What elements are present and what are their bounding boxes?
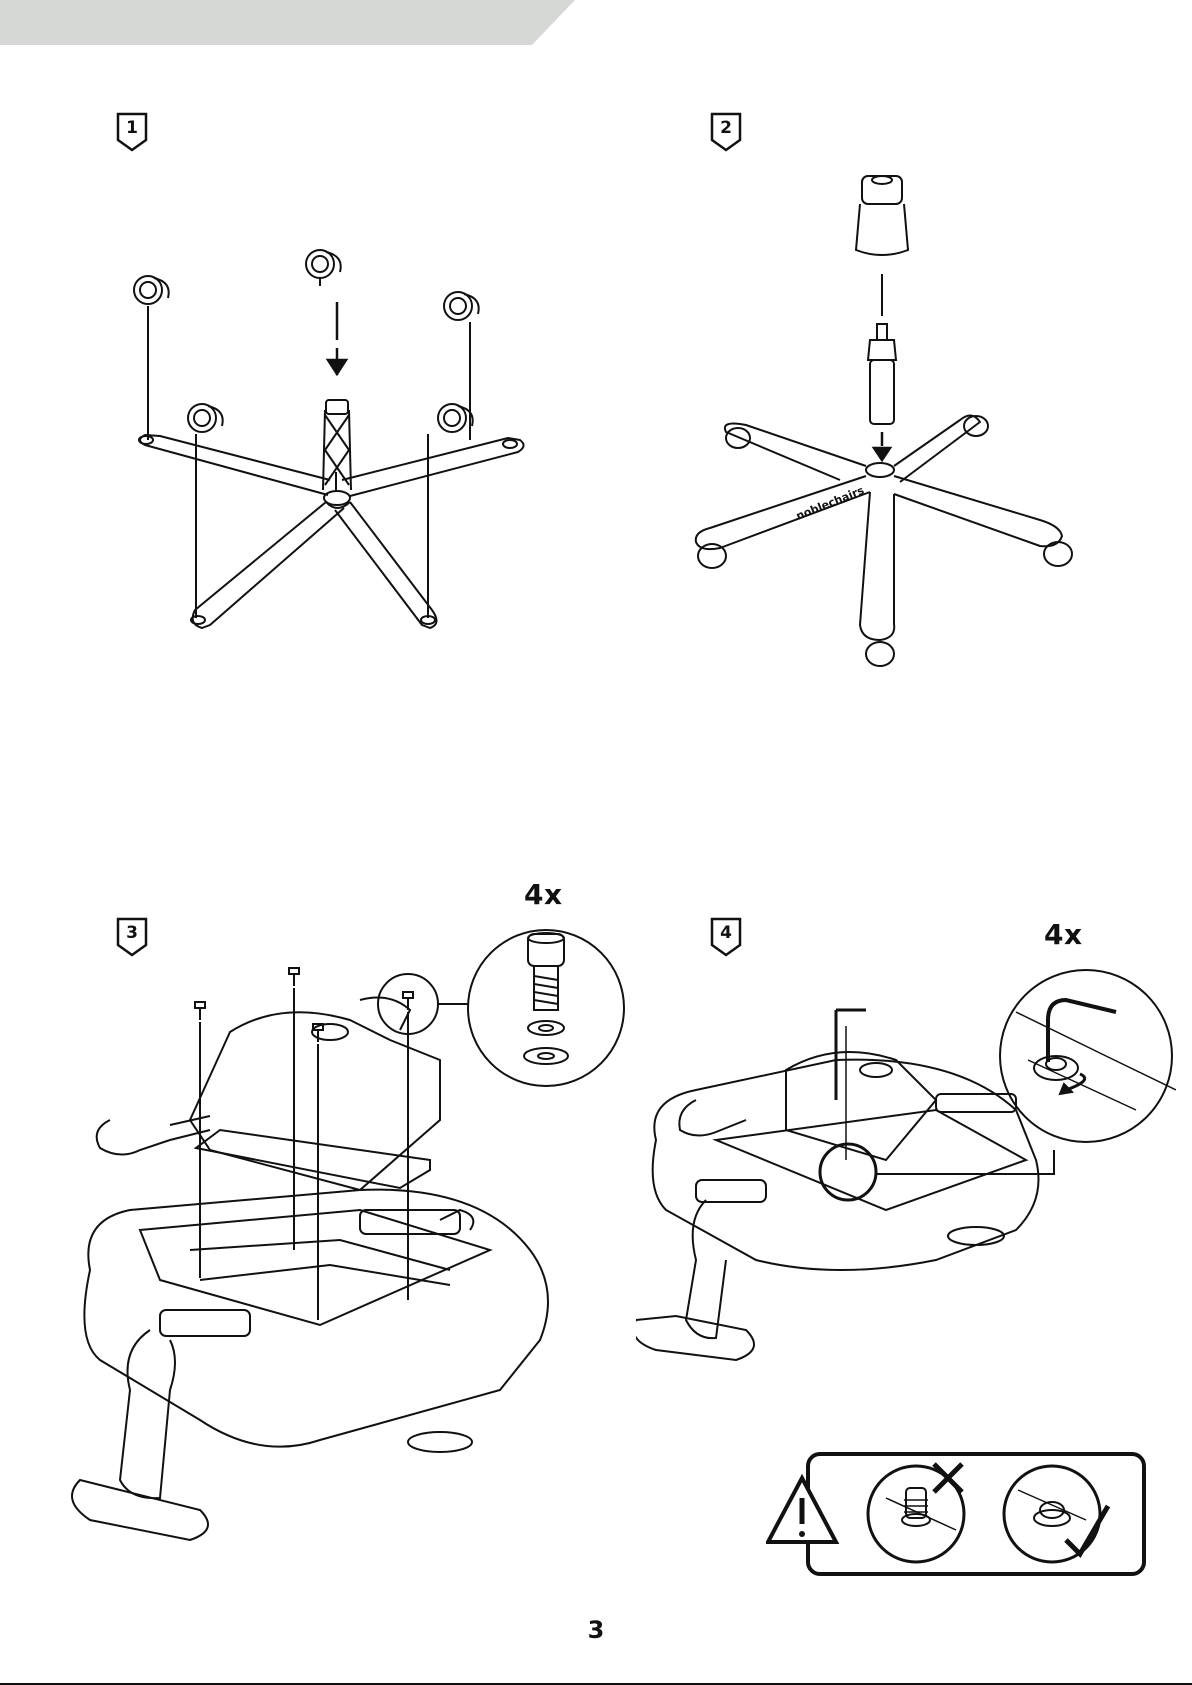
step-4-quantity: 4x bbox=[1044, 918, 1083, 951]
bolt-detail-callout bbox=[378, 930, 624, 1086]
caster-left bbox=[134, 276, 169, 440]
noblechairs-logo-text: noblechairs bbox=[794, 484, 866, 523]
step-1-number: 1 bbox=[114, 118, 150, 138]
step-1-illustration bbox=[130, 240, 550, 650]
step-3-illustration bbox=[60, 920, 640, 1560]
insert-arrow bbox=[874, 432, 890, 460]
caster-front-right bbox=[428, 404, 473, 618]
tight-bolt-example bbox=[1004, 1466, 1108, 1562]
header-band bbox=[0, 0, 580, 45]
step-1-badge: 1 bbox=[114, 110, 150, 152]
step-4-illustration bbox=[636, 960, 1176, 1380]
warning-triangle-icon bbox=[768, 1478, 836, 1542]
loose-bolt-example bbox=[868, 1464, 964, 1562]
armrest-left bbox=[636, 1180, 766, 1360]
step-2-illustration: noblechairs bbox=[690, 170, 1100, 670]
page-number: 3 bbox=[576, 1616, 616, 1644]
step-2-number: 2 bbox=[708, 118, 744, 138]
caster-top bbox=[306, 250, 341, 286]
step-4-badge: 4 bbox=[708, 915, 744, 957]
tightening-warning-box bbox=[766, 1450, 1148, 1578]
gas-lift bbox=[868, 324, 896, 424]
hex-key bbox=[836, 1010, 866, 1160]
cross-mark-icon bbox=[934, 1464, 962, 1492]
armrest-right bbox=[360, 1210, 473, 1234]
caster-front-left bbox=[188, 404, 223, 618]
seat-cushion bbox=[84, 1190, 548, 1447]
caster-right bbox=[444, 292, 479, 440]
insert-arrow bbox=[328, 302, 346, 375]
hex-key-detail-callout bbox=[820, 970, 1176, 1200]
step-3-quantity: 4x bbox=[524, 878, 563, 911]
armrest-left bbox=[72, 1310, 250, 1540]
gas-lift-cover bbox=[856, 176, 908, 255]
step-4-number: 4 bbox=[708, 923, 744, 943]
step-2-badge: 2 bbox=[708, 110, 744, 152]
five-star-base bbox=[140, 435, 524, 628]
